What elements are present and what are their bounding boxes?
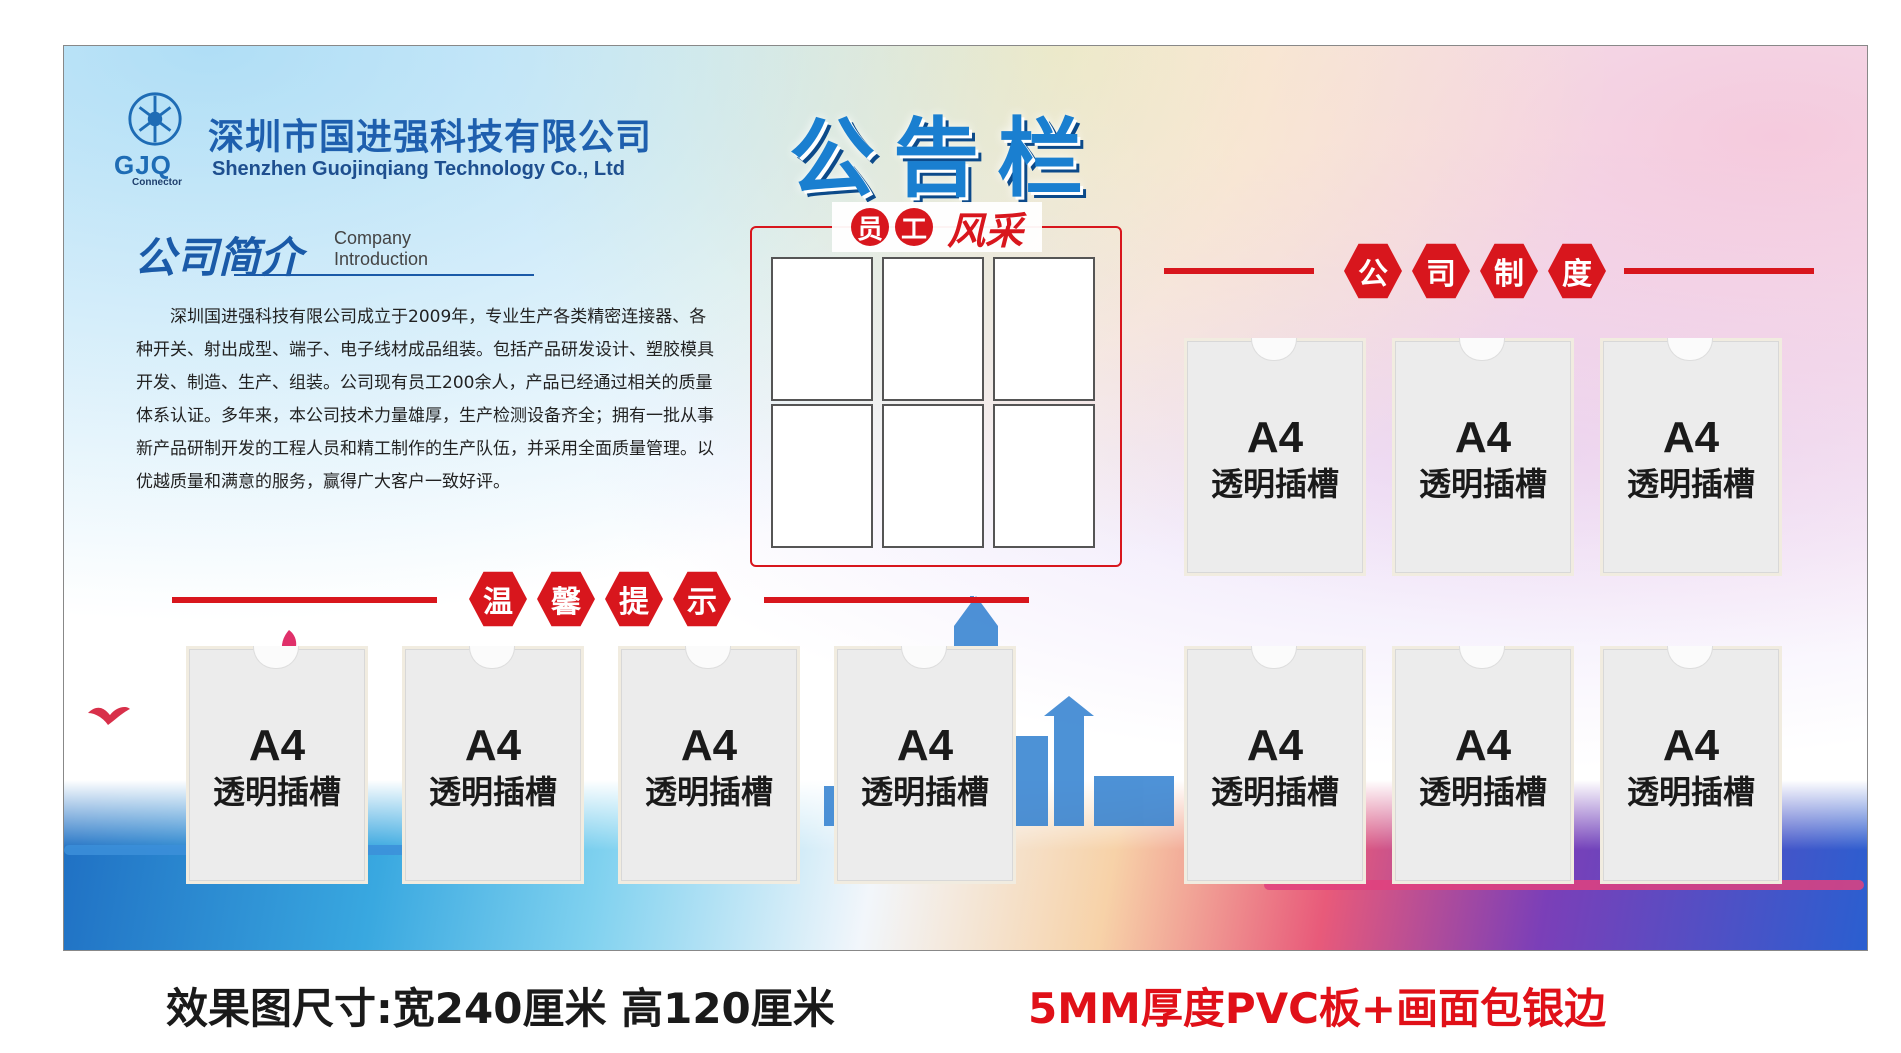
tips-header-char: 示 [673,571,731,627]
staff-photo-placeholder [882,404,984,548]
staff-photo-placeholder [993,257,1095,401]
a4-slot-label: A4 [1454,721,1512,770]
tips-divider-right [764,597,1029,603]
intro-heading-en-line: Introduction [334,249,429,269]
board-title: 公告栏 [789,109,1101,209]
rules-header-char: 公 [1344,243,1402,299]
logo-letters: GJQ [114,150,172,180]
decor-stripe [1264,880,1864,890]
a4-slot-label: A4 [248,721,306,770]
staff-photo-placeholder [882,257,984,401]
rules-divider-left [1164,268,1314,274]
a4-slot-sub: 透明插槽 [644,773,773,811]
a4-slot-sub: 透明插槽 [1210,773,1339,811]
staff-section-header: 员 工 风采 [832,202,1042,253]
rules-section-header: 公 司 制 度 [1344,242,1606,300]
footer-size-text: 效果图尺寸:宽240厘米 高120厘米 [166,984,835,1033]
tips-header-char: 温 [469,571,527,627]
rules-divider-right [1624,268,1814,274]
a4-slot-label: A4 [1246,413,1304,462]
tips-section-header: 温 馨 提 示 [469,570,731,628]
company-logo-icon [128,92,182,146]
a4-slot-label: A4 [896,721,954,770]
intro-heading-en: Company Introduction [334,228,428,270]
staff-photo-placeholder [993,404,1095,548]
intro-underline [234,274,534,276]
intro-heading-cn: 公司简介 [134,233,303,282]
a4-slot-label: A4 [680,721,738,770]
a4-slot-sub: 透明插槽 [1418,773,1547,811]
tips-header-char: 提 [605,571,663,627]
company-name-en: Shenzhen Guojinqiang Technology Co., Ltd [212,158,625,180]
a4-slot-label: A4 [1246,721,1304,770]
a4-slot-label: A4 [1662,413,1720,462]
tips-divider-left [172,597,437,603]
staff-photo-placeholder [771,404,873,548]
intro-heading-en-line: Company [334,228,412,248]
tips-header-char: 馨 [537,571,595,627]
staff-header-char: 员 [850,208,889,246]
staff-header-char: 工 [894,208,933,246]
logo-subtitle: Connector [132,177,182,188]
staff-header-script: 风采 [946,207,1023,253]
rules-header-char: 度 [1548,243,1606,299]
a4-slot-sub: 透明插槽 [212,773,341,811]
footer-material-text: 5MM厚度PVC板+画面包银边 [1028,984,1607,1033]
a4-slot-sub: 透明插槽 [860,773,989,811]
rules-header-char: 司 [1412,243,1470,299]
a4-slot-sub: 透明插槽 [1210,465,1339,503]
staff-photo-placeholder [771,257,873,401]
intro-body-text: 深圳国进强科技有限公司成立于2009年，专业生产各类精密连接器、各种开关、射出成… [136,307,714,492]
a4-slot-label: A4 [1662,721,1720,770]
a4-slot-sub: 透明插槽 [1418,465,1547,503]
bird-icon [88,707,130,725]
a4-slot-label: A4 [464,721,522,770]
a4-slot-sub: 透明插槽 [428,773,557,811]
a4-slot-sub: 透明插槽 [1626,773,1755,811]
rules-header-char: 制 [1480,243,1538,299]
company-name-cn: 深圳市国进强科技有限公司 [208,117,653,158]
bulletin-board: GJQ Connector 深圳市国进强科技有限公司 Shenzhen Guoj… [63,45,1868,951]
a4-slot-label: A4 [1454,413,1512,462]
a4-slot-sub: 透明插槽 [1626,465,1755,503]
